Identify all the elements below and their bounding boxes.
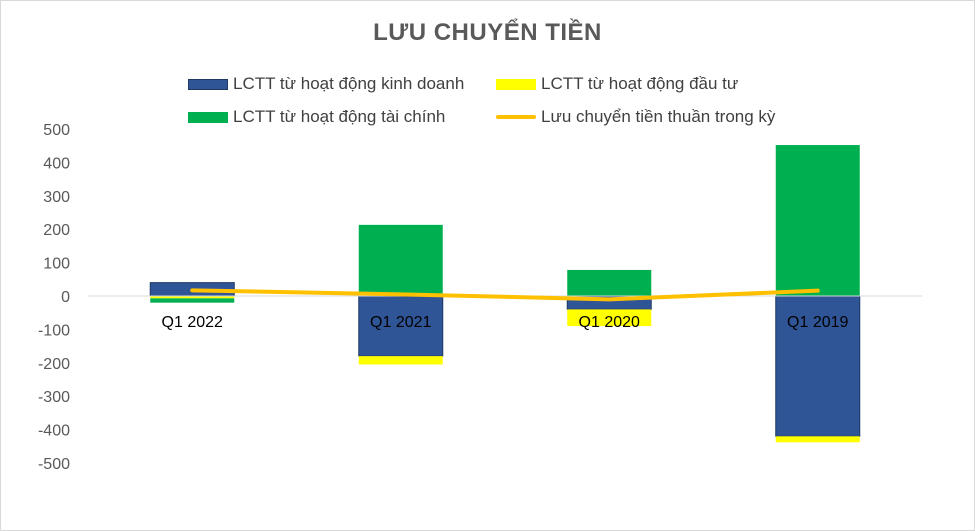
- y-tick-label: -100: [38, 322, 70, 339]
- x-tick-label: Q1 2020: [579, 314, 640, 331]
- bar-q1-2022-series-2: [150, 298, 235, 303]
- legend-label-net: Lưu chuyển tiền thuần trong kỳ: [541, 107, 776, 126]
- x-tick-label: Q1 2021: [370, 314, 431, 331]
- legend-item-investing: LCTT từ hoạt động đầu tư: [496, 74, 738, 94]
- bar-q1-2019-series-2: [775, 145, 860, 296]
- legend-swatch-operating: [188, 78, 228, 90]
- bar-q1-2020-series-1: [567, 309, 652, 327]
- legend-swatch-net: [496, 115, 536, 119]
- y-tick-label: 0: [61, 289, 70, 306]
- legend-item-net: Lưu chuyển tiền thuần trong kỳ: [496, 107, 775, 127]
- bar-q1-2021-series-0: [358, 295, 444, 357]
- x-tick-label: Q1 2022: [162, 314, 223, 331]
- x-tick-label: Q1 2019: [787, 314, 848, 331]
- y-tick-label: 300: [43, 189, 70, 206]
- chart-title: LƯU CHUYỂN TIỀN: [373, 19, 602, 46]
- y-tick-label: -200: [38, 356, 70, 373]
- legend-swatch-investing: [496, 78, 536, 90]
- legend-item-operating: LCTT từ hoạt động kinh doanh: [188, 74, 464, 94]
- legend-swatch-financing: [188, 111, 228, 123]
- bar-q1-2020-series-2: [567, 269, 652, 296]
- legend-label-operating: LCTT từ hoạt động kinh doanh: [233, 74, 465, 93]
- legend-label-investing: LCTT từ hoạt động đầu tư: [541, 74, 739, 93]
- bar-q1-2019-series-1: [775, 436, 860, 443]
- y-tick-label: 100: [43, 256, 70, 273]
- y-tick-label: 500: [43, 122, 70, 139]
- y-tick-label: 400: [43, 155, 70, 172]
- legend-label-financing: LCTT từ hoạt động tài chính: [233, 107, 446, 126]
- y-tick-label: -400: [38, 423, 70, 440]
- y-tick-label: -300: [38, 389, 70, 406]
- bar-q1-2021-series-1: [358, 356, 443, 365]
- bar-q1-2022-series-1: [150, 296, 235, 299]
- bar-q1-2019-series-0: [775, 295, 861, 437]
- bar-q1-2021-series-2: [358, 224, 443, 296]
- net-cash-flow-line: [190, 288, 820, 302]
- y-tick-label: -500: [38, 456, 70, 473]
- legend-item-financing: LCTT từ hoạt động tài chính: [188, 107, 445, 127]
- y-tick-label: 200: [43, 222, 70, 239]
